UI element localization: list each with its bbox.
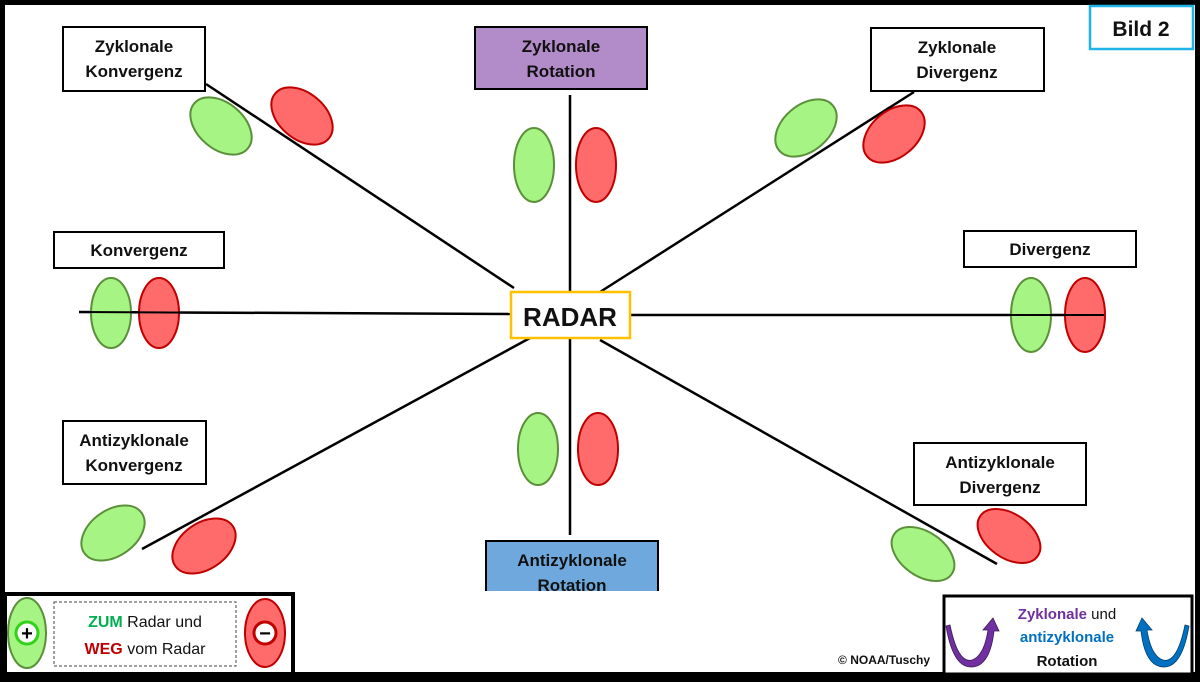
- box-label-line: Rotation: [538, 576, 607, 595]
- box-antizyklonale-konvergenz: Antizyklonale Konvergenz: [62, 420, 207, 485]
- box-zyklonale-rotation: Zyklonale Rotation: [474, 26, 648, 90]
- box-label-line: Zyklonale: [918, 38, 996, 57]
- toward-oval: [189, 96, 253, 156]
- box-label-line: Rotation: [527, 62, 596, 81]
- figure-label: Bild 2: [1088, 4, 1195, 51]
- credit: © NOAA/Tuschy: [838, 653, 930, 667]
- box-label-line: Zyklonale: [522, 37, 600, 56]
- minus-icon: −: [259, 623, 271, 645]
- away-oval: [575, 127, 617, 203]
- velocity-ovals: [78, 86, 1106, 582]
- box-zyklonale-konvergenz: Zyklonale Konvergenz: [62, 26, 206, 92]
- minus-icon-ring: [252, 620, 278, 646]
- toward-oval: [774, 98, 838, 158]
- box-zyklonale-divergenz: Zyklonale Divergenz: [870, 27, 1045, 92]
- box-label-line: Konvergenz: [90, 241, 187, 260]
- toward-oval: [890, 526, 956, 582]
- spoke-line-zyklonale-konvergenz: [205, 82, 515, 290]
- legend-text-box: [53, 601, 237, 667]
- away-oval: [862, 104, 926, 164]
- spoke-line-zyklonale-divergenz: [599, 90, 915, 294]
- rotation-legend-line-2: antizyklonale: [1020, 629, 1114, 646]
- box-konvergenz: Konvergenz: [53, 231, 225, 269]
- cyclonic-arrow-icon: [945, 617, 1000, 668]
- box-label-line: Konvergenz: [85, 456, 182, 475]
- away-oval: [976, 508, 1042, 564]
- spoke-line-konvergenz-overlay: [78, 311, 261, 314]
- away-oval: [270, 86, 334, 146]
- legend-velocity: + ZUM Radar und WEG vom Radar −: [3, 592, 295, 676]
- box-label-line: Divergenz: [916, 63, 997, 82]
- radar-center-box: RADAR: [509, 290, 632, 340]
- plus-icon-ring: [14, 620, 40, 646]
- away-oval: [577, 412, 619, 486]
- anticyclonic-arrow-icon: [1135, 617, 1190, 668]
- box-antizyklonale-divergenz: Antizyklonale Divergenz: [913, 442, 1087, 506]
- box-divergenz: Divergenz: [963, 230, 1137, 268]
- toward-oval: [80, 504, 146, 562]
- box-label-line: Divergenz: [1009, 240, 1090, 259]
- spoke-line-antizyklonale-divergenz: [599, 338, 998, 566]
- box-label-line: Zyklonale: [95, 37, 173, 56]
- box-label-line: Antizyklonale: [945, 453, 1055, 472]
- box-label-line: Konvergenz: [85, 62, 182, 81]
- legend-line-2: WEG vom Radar: [85, 641, 207, 658]
- radar-label: RADAR: [523, 302, 617, 332]
- legend-rotation: Zyklonale und antizyklonale Rotation: [942, 594, 1194, 676]
- box-label-line: Antizyklonale: [79, 431, 189, 450]
- rotation-legend-line-3: Rotation: [1037, 653, 1098, 670]
- plus-icon: +: [21, 623, 33, 645]
- toward-oval: [517, 412, 559, 486]
- rotation-legend-line-1: Zyklonale und: [1018, 606, 1116, 623]
- box-label-line: Divergenz: [959, 478, 1040, 497]
- spoke-lines: [78, 82, 1104, 566]
- box-label-line: Antizyklonale: [517, 551, 627, 570]
- spoke-line-antizyklonale-konvergenz: [141, 336, 531, 551]
- legend-line-1: ZUM Radar und: [88, 614, 202, 631]
- away-oval: [171, 517, 237, 575]
- figure-label-text: Bild 2: [1112, 18, 1169, 41]
- toward-oval: [513, 127, 555, 203]
